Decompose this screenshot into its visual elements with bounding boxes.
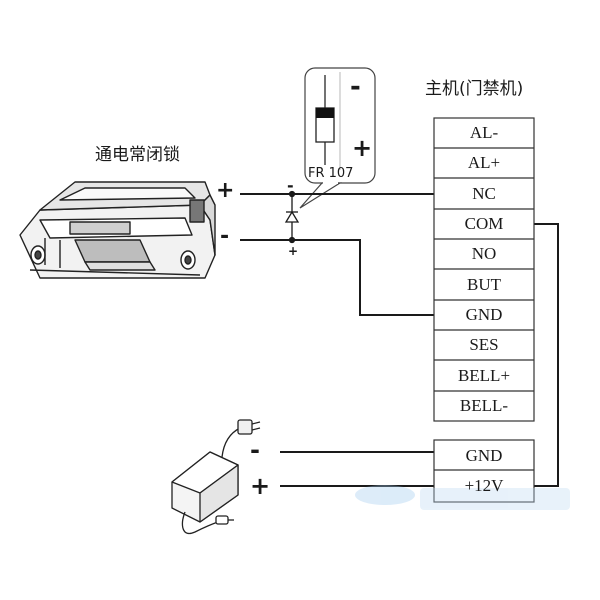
terminal-al-minus: AL- [469,123,499,142]
diode-callout-plus: + [352,134,373,162]
diode-lead-minus: - [287,176,294,195]
terminal-al-plus: AL+ [467,153,501,172]
terminal-nc: NC [472,184,496,203]
diode-callout [299,67,376,209]
host-title: 主机(门禁机) [425,79,524,99]
terminal-bell-minus: BELL- [459,396,509,415]
power-terminal-gnd: GND [465,446,503,465]
terminal-ses: SES [469,335,499,354]
terminal-bell-plus: BELL+ [457,366,511,385]
terminal-com: COM [464,214,504,233]
power-terminal-12v: +12V [464,476,504,495]
wires [240,193,559,487]
psu-minus-sign: - [250,436,260,464]
lock-plus-sign: + [216,178,235,203]
watermark-logo [355,485,570,510]
lock-minus-sign: - [220,224,230,249]
diode-part-label: FR 107 [308,166,354,181]
terminal-gnd: GND [465,305,503,324]
host-terminal-block [433,117,535,422]
flyback-diode [284,190,300,244]
terminal-but: BUT [467,275,501,294]
power-terminal-block [433,439,535,503]
power-adapter-illustration [171,419,261,535]
lock-title: 通电常闭锁 [95,145,180,165]
terminal-no: NO [471,244,497,263]
lock-illustration [19,181,216,279]
diode-callout-minus: - [350,72,361,102]
psu-plus-sign: + [250,472,271,500]
diode-lead-plus: + [288,244,299,258]
